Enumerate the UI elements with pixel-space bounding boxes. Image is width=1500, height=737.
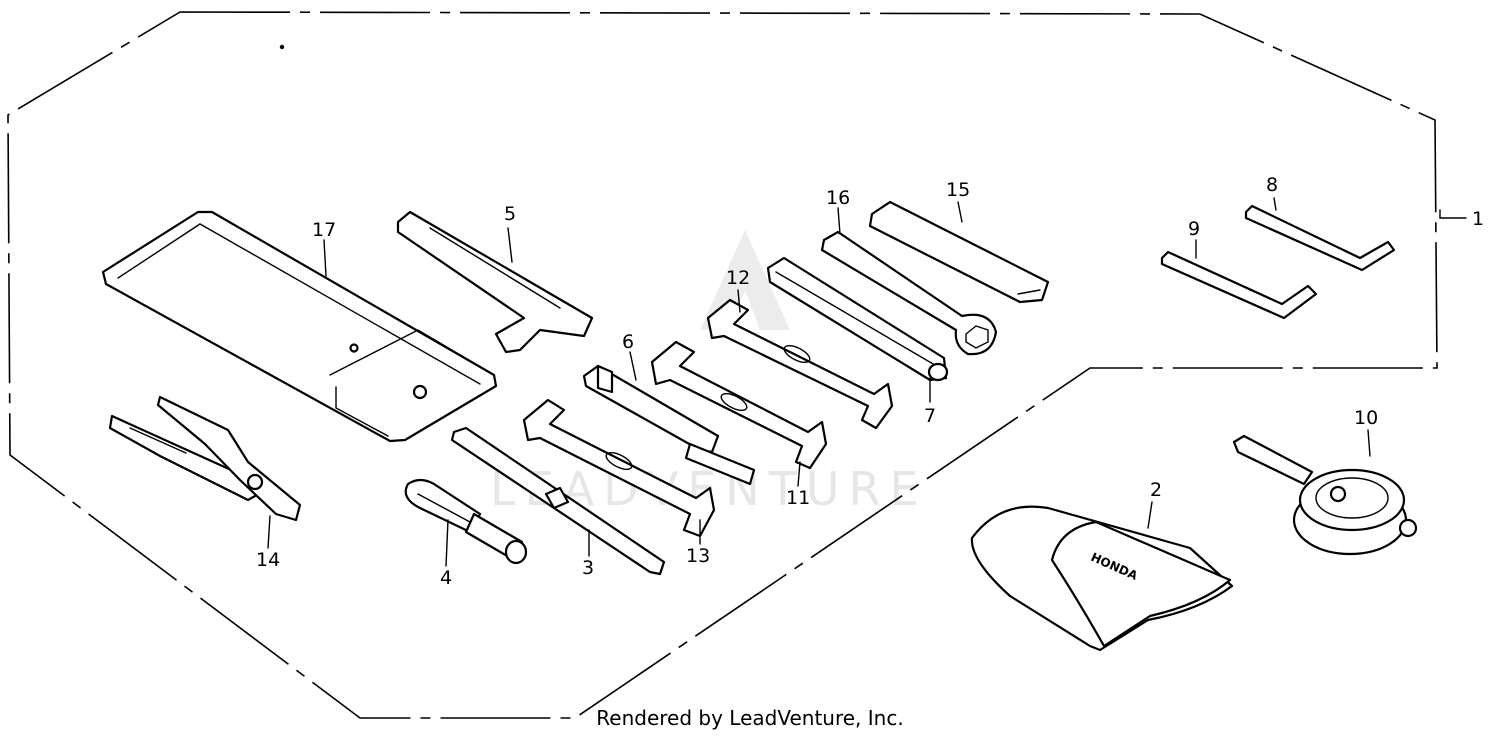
pin-spanner-part-5[interactable]	[396, 210, 594, 354]
pliers-part-14[interactable]	[108, 395, 302, 522]
open-wrench-part-12[interactable]	[706, 298, 894, 430]
callout-9: 9	[1188, 218, 1200, 240]
dot-mark	[279, 44, 285, 50]
hex-key-part-9[interactable]	[1160, 250, 1318, 320]
open-wrench-part-13[interactable]	[522, 398, 716, 538]
callout-6: 6	[622, 331, 634, 353]
callout-1: 1	[1472, 208, 1484, 230]
callout-14: 14	[256, 549, 280, 571]
pressure-gauge-part-10[interactable]	[1232, 434, 1418, 556]
callout-15: 15	[946, 179, 970, 201]
kit-boundary-outline	[7, 11, 1438, 719]
callout-17: 17	[312, 219, 336, 241]
callout-numbers: 1 2 3 4 5 6 7 8 9 10 11 12 13 14 15 16 1…	[256, 174, 1484, 589]
tool-bag-part-17[interactable]	[101, 210, 498, 443]
callout-16: 16	[826, 187, 850, 209]
sleeve-part-15[interactable]	[868, 200, 1050, 304]
callout-11: 11	[786, 487, 810, 509]
hex-key-part-8[interactable]	[1244, 204, 1396, 272]
callout-12: 12	[726, 267, 750, 289]
open-wrench-part-11[interactable]	[650, 340, 828, 470]
credit-text: Rendered by LeadVenture, Inc.	[596, 706, 904, 730]
callout-5: 5	[504, 203, 516, 225]
screwdriver-handle-part-4[interactable]	[404, 478, 528, 565]
callout-4: 4	[440, 567, 452, 589]
screwdriver-blade-part-3[interactable]	[450, 426, 666, 576]
callout-2: 2	[1150, 479, 1162, 501]
socket-wrench-part-6[interactable]	[582, 364, 756, 486]
ring-spanner-part-16[interactable]	[820, 230, 998, 356]
callout-10: 10	[1354, 407, 1378, 429]
box-wrench-part-7[interactable]	[766, 256, 949, 382]
callout-7: 7	[924, 405, 936, 427]
callout-13: 13	[686, 545, 710, 567]
callout-3: 3	[582, 557, 594, 579]
callout-8: 8	[1266, 174, 1278, 196]
pouch-part-2[interactable]: HONDA	[970, 505, 1234, 652]
leader-lines	[267, 197, 1467, 567]
